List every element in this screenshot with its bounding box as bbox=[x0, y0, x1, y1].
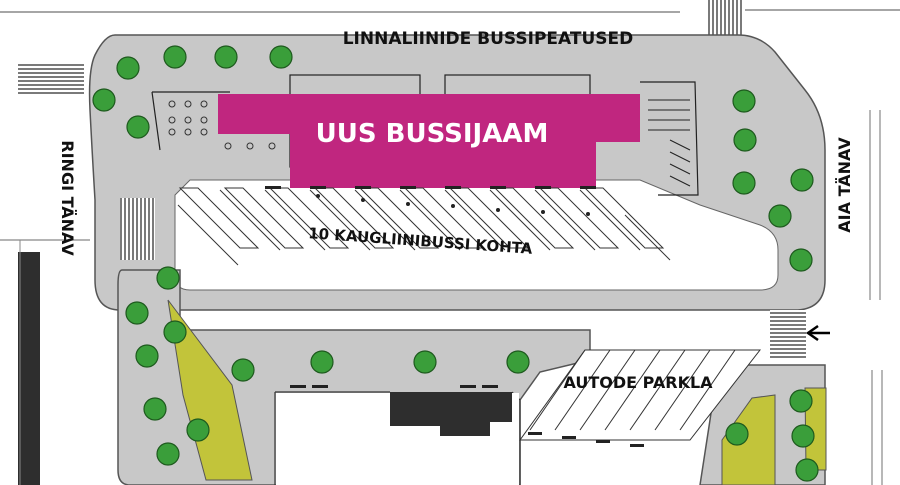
building-left-dark bbox=[18, 252, 40, 485]
tree-icon bbox=[156, 266, 180, 290]
bus-bay bbox=[223, 187, 305, 249]
tree-icon bbox=[163, 320, 187, 344]
long-distance-bus-bays bbox=[178, 187, 665, 249]
parking-benches bbox=[528, 432, 644, 447]
tree-icon bbox=[156, 442, 180, 466]
grass-left bbox=[167, 299, 253, 481]
tree-icon bbox=[269, 45, 293, 69]
bus-bay bbox=[178, 187, 260, 249]
crosswalk-top-right bbox=[708, 0, 744, 36]
tree-icon bbox=[732, 89, 756, 113]
tree-icon bbox=[143, 397, 167, 421]
tree-icon bbox=[789, 248, 813, 272]
tree-icon bbox=[186, 418, 210, 442]
tree-icon bbox=[92, 88, 116, 112]
building-lower-dark-top bbox=[390, 392, 512, 436]
crosswalk-right bbox=[770, 310, 806, 360]
tree-icon bbox=[732, 171, 756, 195]
tree-icon bbox=[768, 204, 792, 228]
city-bus-stops-label: LINNALIINIDE BUSSIPEATUSED bbox=[343, 29, 634, 49]
tree-icon bbox=[506, 350, 530, 374]
trees bbox=[92, 45, 819, 482]
bus-bay bbox=[493, 187, 575, 249]
tree-icon bbox=[310, 350, 334, 374]
tree-icon bbox=[725, 422, 749, 446]
lower-benches bbox=[290, 385, 498, 388]
tree-icon bbox=[214, 45, 238, 69]
aia-street-lower-edge bbox=[871, 370, 883, 485]
benches bbox=[265, 186, 596, 216]
tree-icon bbox=[116, 56, 140, 80]
arrow-left-icon bbox=[805, 324, 830, 342]
tree-icon bbox=[163, 45, 187, 69]
bus-bay bbox=[538, 187, 620, 249]
car-parking-stalls bbox=[519, 349, 762, 441]
new-bus-station-label: UUS BUSSIJAAM bbox=[316, 119, 549, 149]
cafe-seating bbox=[168, 100, 276, 150]
tree-icon bbox=[790, 168, 814, 192]
top-road bbox=[0, 0, 900, 36]
ringi-street-label: RINGI TÄNAV bbox=[58, 140, 77, 256]
tree-icon bbox=[126, 115, 150, 139]
crosswalk-left-mid bbox=[120, 198, 155, 260]
tree-icon bbox=[135, 344, 159, 368]
tree-icon bbox=[231, 358, 255, 382]
bus-bay bbox=[268, 187, 350, 249]
bicycle-racks bbox=[648, 99, 691, 187]
bus-bay bbox=[403, 187, 485, 249]
station-building bbox=[218, 94, 640, 188]
bus-bay bbox=[358, 187, 440, 249]
tree-icon bbox=[795, 458, 819, 482]
tree-icon bbox=[791, 424, 815, 448]
tree-icon bbox=[789, 389, 813, 413]
car-parking-label: AUTODE PARKLA bbox=[563, 373, 713, 392]
tree-icon bbox=[125, 301, 149, 325]
bus-bay bbox=[448, 187, 530, 249]
tree-icon bbox=[733, 128, 757, 152]
crosswalk-left-top bbox=[18, 64, 84, 94]
aia-street-label: AIA TÄNAV bbox=[835, 137, 854, 233]
bus-bay bbox=[313, 187, 395, 249]
tree-icon bbox=[413, 350, 437, 374]
